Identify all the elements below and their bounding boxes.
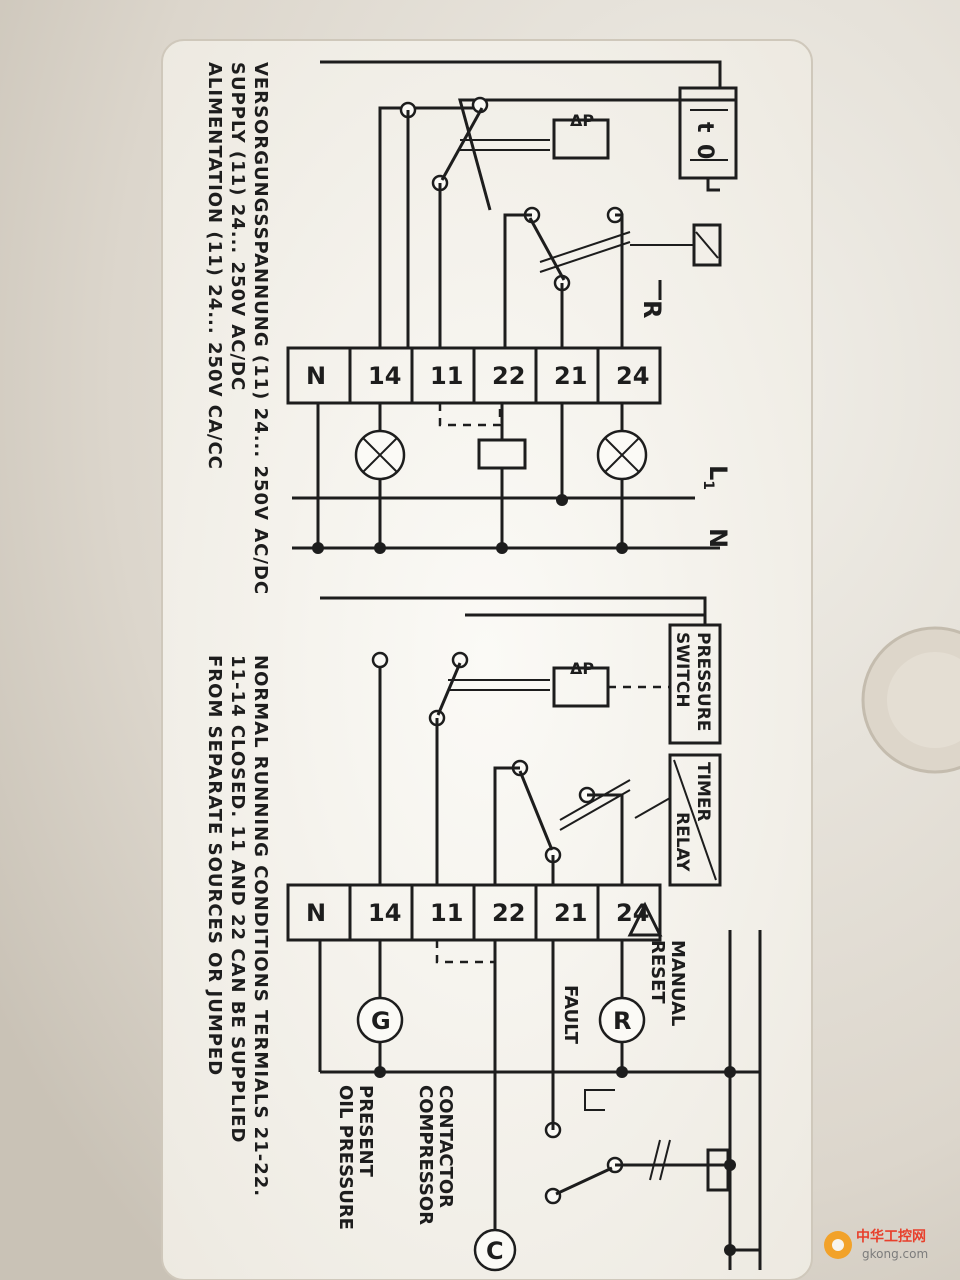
- fault-lamp: R: [598, 996, 646, 1044]
- pressure-switch-box: [668, 623, 722, 745]
- lower-dp-label: ΔP: [570, 659, 594, 678]
- timer-relay-box: [668, 753, 722, 887]
- upper-line-n: N: [704, 528, 732, 548]
- upper-terminal-24: 24: [616, 362, 649, 390]
- manual-reset-line2: RESET: [647, 940, 668, 1004]
- supply-text-block: VERSORGUNGSSPANNUNG (11) 24... 250V AC/D…: [204, 62, 271, 595]
- note-line1: NORMAL RUNNING CONDITIONS TERMIALS 21-22…: [250, 655, 271, 1197]
- upper-diagram: N 14 11 22 21 24 t 0 ΔP: [286, 60, 738, 554]
- lower-terminal-24: 24: [616, 899, 649, 927]
- oil-pressure-line1: OIL PRESSURE: [335, 1085, 356, 1230]
- upper-terminal-22: 22: [492, 362, 525, 390]
- upper-dp-label: ΔP: [570, 111, 594, 130]
- timer-relay-line1: TIMER: [693, 762, 713, 822]
- oil-pressure-line2: PRESENT: [355, 1085, 376, 1178]
- upper-terminal-n: N: [306, 362, 326, 390]
- watermark: 中华工控网 gkong.com: [824, 1228, 928, 1261]
- lower-terminal-22: 22: [492, 899, 525, 927]
- upper-dp-box: [552, 118, 610, 160]
- watermark-line2: gkong.com: [862, 1247, 928, 1261]
- label-sticker: [161, 39, 813, 1280]
- fault-label: FAULT: [560, 985, 581, 1045]
- upper-terminal-14: 14: [368, 362, 401, 390]
- supply-line3: ALIMENTATION (11) 24... 250V CA/CC: [204, 62, 225, 470]
- compressor-contactor-line2: CONTACTOR: [435, 1085, 456, 1208]
- oil-pressure-lamp: G: [356, 996, 404, 1044]
- upper-terminal-11: 11: [430, 362, 463, 390]
- note-text-block: NORMAL RUNNING CONDITIONS TERMIALS 21-22…: [204, 655, 271, 1197]
- note-line3: FROM SEPARATE SOURCES OR JUMPED: [204, 655, 225, 1076]
- upper-line-l: L1: [700, 465, 732, 490]
- compressor-c-label: C: [486, 1237, 504, 1265]
- manual-reset-line1: MANUAL: [667, 940, 688, 1026]
- supply-line1: VERSORGUNGSSPANNUNG (11) 24... 250V AC/D…: [250, 62, 271, 595]
- lamp-r-label: R: [613, 1007, 631, 1035]
- compressor-contactor-line1: COMPRESSOR: [415, 1085, 436, 1225]
- lower-terminal-n: N: [306, 899, 326, 927]
- lamp-g-label: G: [371, 1007, 391, 1035]
- note-line2: 11-14 CLOSED. 11 AND 22 CAN BE SUPPLIED: [227, 655, 248, 1143]
- upper-timer-0: 0: [692, 144, 717, 159]
- manual-reset-icon: [627, 901, 663, 937]
- pressure-switch-line2: SWITCH: [672, 632, 692, 708]
- upper-lamp-24: [596, 429, 648, 481]
- watermark-line1: 中华工控网: [856, 1228, 926, 1245]
- supply-line2: SUPPLY (11) 24... 250V AC/DC: [227, 62, 248, 391]
- upper-lamp-14: [354, 429, 406, 481]
- timer-relay-line2: RELAY: [672, 812, 692, 872]
- lower-terminal-21: 21: [554, 899, 587, 927]
- compressor-symbol: [473, 1228, 517, 1272]
- upper-timer-t: t: [692, 122, 717, 133]
- lower-terminal-11: 11: [430, 899, 463, 927]
- pressure-switch-line1: PRESSURE: [693, 632, 713, 731]
- upper-terminal-21: 21: [554, 362, 587, 390]
- upper-reset-label: R: [638, 300, 666, 318]
- lower-terminal-14: 14: [368, 899, 401, 927]
